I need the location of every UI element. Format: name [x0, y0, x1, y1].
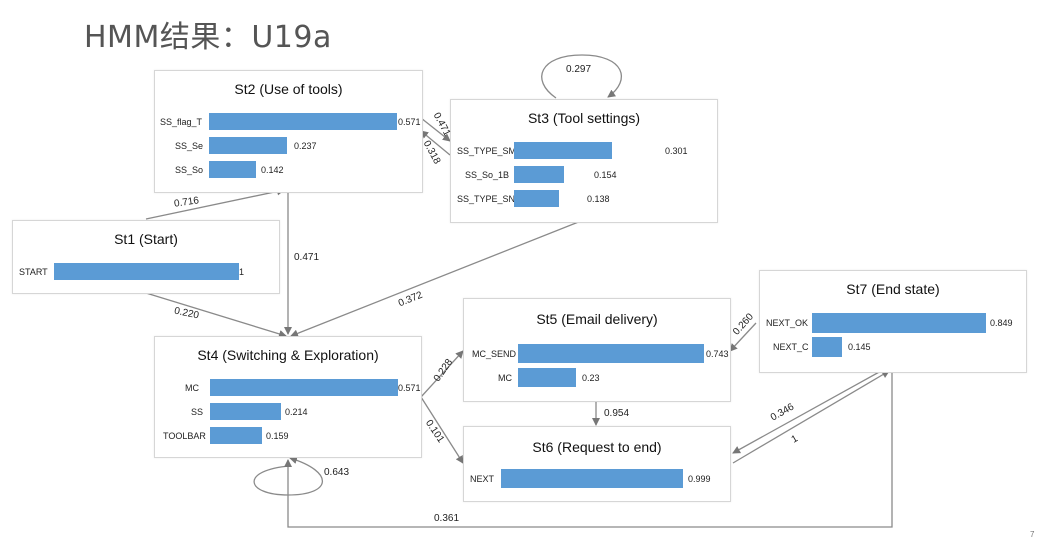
state-st1-bar-start [54, 263, 239, 280]
state-st5-value-1: 0.23 [582, 373, 600, 383]
state-st1-value-start: 1 [239, 267, 245, 277]
state-st4-bar-2 [210, 427, 262, 444]
state-st6-title: St6 (Request to end) [532, 439, 662, 455]
state-st3-label-1: SS_So_1B [465, 170, 510, 180]
state-st4-label-2: TOOLBAR [163, 431, 206, 441]
state-st3-value-0: 0.301 [665, 146, 688, 156]
state-st4-label-1: SS [191, 407, 204, 417]
page-title: HMM结果：U19a [84, 20, 332, 55]
state-st6-bar-0 [501, 469, 683, 488]
label-st3-self: 0.297 [566, 64, 592, 75]
edge-st1-st4 [145, 292, 287, 338]
state-st2-value-1: 0.237 [294, 141, 317, 151]
state-st4-title: St4 (Switching & Exploration) [197, 347, 379, 363]
state-st4-bar-0 [210, 379, 398, 396]
state-st3-bar-0 [514, 142, 612, 159]
state-st2-title: St2 (Use of tools) [234, 81, 343, 97]
edge-st1-st2 [145, 187, 285, 220]
state-st4-bar-1 [210, 403, 281, 420]
state-st7-label-1: NEXT_C [773, 342, 809, 352]
state-st5-title: St5 (Email delivery) [536, 311, 658, 327]
state-st4-value-2: 0.159 [266, 431, 289, 441]
state-st3: St3 (Tool settings) SS_TYPE_SM 0.301 SS_… [450, 99, 718, 223]
state-st3-label-0: SS_TYPE_SM [457, 146, 517, 156]
edge-st2-st3 [420, 117, 451, 142]
edge-st3-self [541, 54, 622, 99]
state-st1: St1 (Start) START 1 [12, 220, 280, 294]
state-st7-label-0: NEXT_OK [766, 318, 809, 328]
state-st2: St2 (Use of tools) SS_flag_T 0.571 SS_Se… [154, 70, 423, 193]
state-st5: St5 (Email delivery) MC_SEND 0.743 MC 0.… [463, 298, 731, 402]
state-st6-value-0: 0.999 [688, 474, 711, 484]
state-st2-value-0: 0.571 [398, 117, 421, 127]
state-st2-label-2: SS_So [175, 165, 204, 175]
state-st7-bar-0 [812, 313, 986, 333]
state-st1-label-start: START [19, 267, 48, 277]
label-st7-st4: 0.361 [434, 513, 460, 524]
edge-st3-st2 [420, 130, 451, 156]
state-st3-title: St3 (Tool settings) [527, 110, 641, 126]
edge-st7-st4 [284, 371, 893, 528]
state-st5-label-1: MC [498, 373, 512, 383]
state-st1-title: St1 (Start) [114, 231, 178, 247]
state-st4-value-0: 0.571 [398, 383, 421, 393]
edge-st6-st7 [732, 370, 890, 464]
state-st7-bar-1 [812, 337, 842, 357]
state-st2-bar-2 [209, 161, 256, 178]
state-st2-label-0: SS_flag_T [160, 117, 203, 127]
state-st3-label-2: SS_TYPE_SN [457, 194, 516, 204]
state-st7-value-0: 0.849 [990, 318, 1013, 328]
edge-st4-st6 [420, 396, 464, 464]
label-st2-st4: 0.471 [294, 252, 320, 263]
edge-st7-st5 [729, 322, 757, 352]
state-st5-label-0: MC_SEND [472, 349, 517, 359]
state-st7-value-1: 0.145 [848, 342, 871, 352]
state-st2-bar-1 [209, 137, 287, 154]
edge-st7-st6 [732, 370, 882, 454]
edge-st4-st5 [420, 350, 464, 398]
state-st5-value-0: 0.743 [706, 349, 729, 359]
label-st5-st6: 0.954 [604, 408, 630, 419]
state-st3-bar-1 [514, 166, 564, 183]
state-st6-label-0: NEXT [470, 474, 495, 484]
edge-st3-st4 [290, 220, 582, 338]
state-st6: St6 (Request to end) NEXT 0.999 [463, 426, 731, 502]
state-st5-bar-1 [518, 368, 576, 387]
state-st5-bar-0 [518, 344, 704, 363]
state-st2-label-1: SS_Se [175, 141, 204, 151]
state-st2-bar-0 [209, 113, 397, 130]
state-st3-value-2: 0.138 [587, 194, 610, 204]
label-st4-self: 0.643 [324, 467, 350, 478]
state-st3-value-1: 0.154 [594, 170, 617, 180]
state-st4-value-1: 0.214 [285, 407, 308, 417]
corner-mark: 7 [1030, 530, 1035, 539]
state-st4: St4 (Switching & Exploration) MC 0.571 S… [154, 336, 422, 458]
state-st7-title: St7 (End state) [846, 281, 940, 297]
state-st7: St7 (End state) NEXT_OK 0.849 NEXT_C 0.1… [759, 270, 1027, 373]
state-st2-value-2: 0.142 [261, 165, 284, 175]
state-st4-label-0: MC [185, 383, 199, 393]
state-st3-bar-2 [514, 190, 559, 207]
